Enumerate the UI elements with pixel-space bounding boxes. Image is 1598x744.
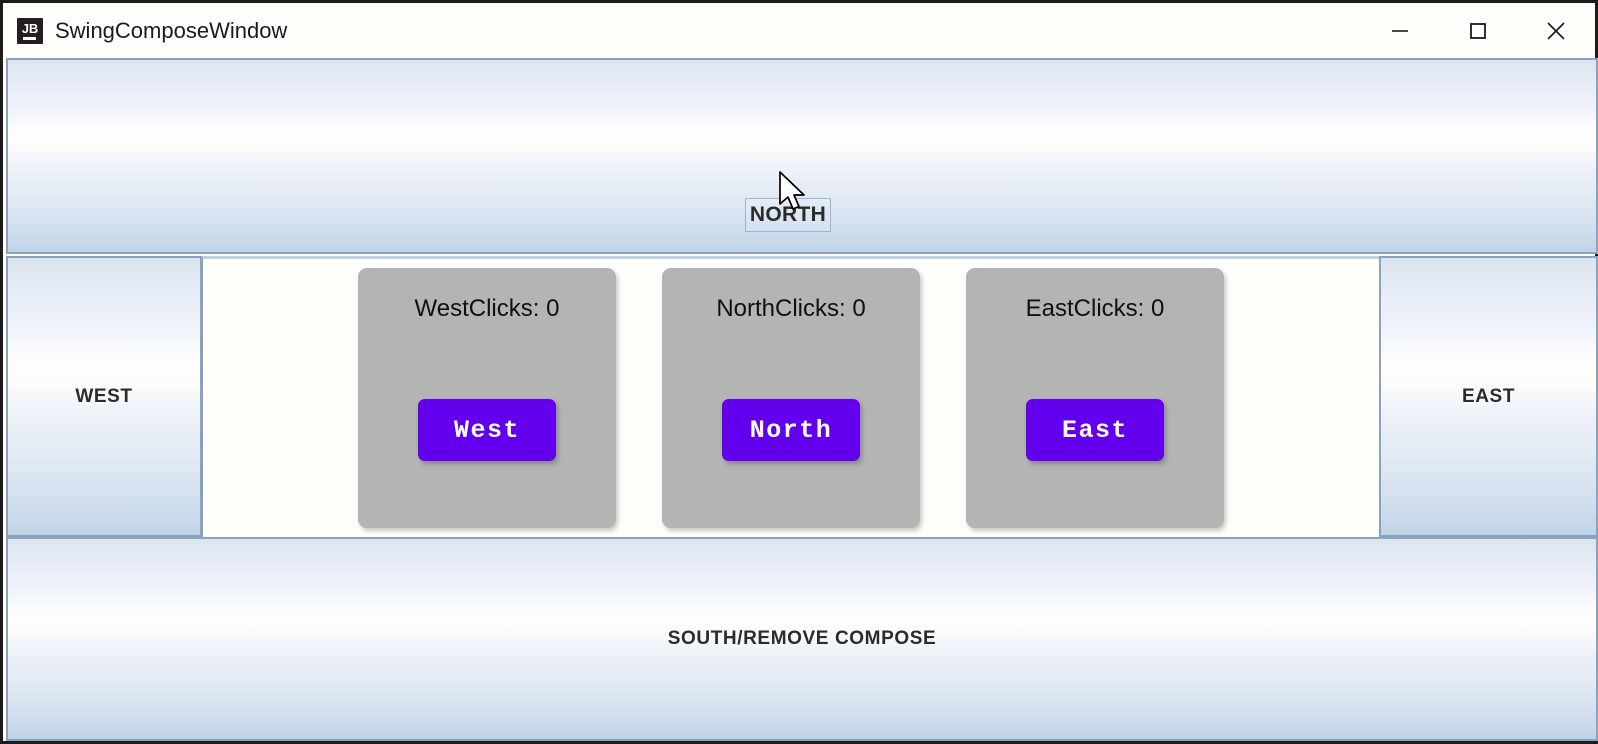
west-button[interactable]: West bbox=[418, 399, 556, 461]
close-button[interactable] bbox=[1517, 3, 1595, 58]
east-button[interactable]: East bbox=[1026, 399, 1164, 461]
south-panel[interactable]: SOUTH/REMOVE COMPOSE bbox=[6, 537, 1598, 741]
north-clicks-counter: NorthClicks: 0 bbox=[716, 295, 866, 322]
minimize-icon bbox=[1392, 29, 1408, 32]
maximize-icon bbox=[1470, 22, 1486, 39]
maximize-button[interactable] bbox=[1439, 3, 1517, 58]
close-icon bbox=[1547, 21, 1565, 40]
center-compose-panel: WestClicks: 0 West NorthClicks: 0 North … bbox=[202, 256, 1379, 537]
south-panel-label: SOUTH/REMOVE COMPOSE bbox=[667, 628, 937, 649]
north-panel-button[interactable]: NORTH bbox=[745, 198, 831, 232]
minimize-button[interactable] bbox=[1361, 3, 1439, 58]
window-title: SwingComposeWindow bbox=[55, 17, 288, 43]
middle-row: WEST WestClicks: 0 West NorthClicks: 0 N… bbox=[6, 256, 1598, 537]
west-panel-label: WEST bbox=[75, 385, 133, 407]
west-clicks-counter: WestClicks: 0 bbox=[414, 295, 560, 322]
window-controls bbox=[1361, 3, 1595, 58]
north-clicks-card: NorthClicks: 0 North bbox=[662, 268, 920, 528]
jetbrains-jb-icon: JB bbox=[17, 17, 43, 44]
east-panel[interactable]: EAST bbox=[1379, 256, 1598, 537]
north-panel: NORTH bbox=[6, 58, 1598, 254]
north-button[interactable]: North bbox=[722, 399, 860, 461]
title-bar: JB SwingComposeWindow bbox=[3, 3, 1595, 58]
east-panel-label: EAST bbox=[1461, 385, 1516, 407]
west-panel[interactable]: WEST bbox=[6, 256, 202, 537]
west-clicks-card: WestClicks: 0 West bbox=[358, 268, 616, 528]
east-clicks-card: EastClicks: 0 East bbox=[966, 268, 1224, 528]
east-clicks-counter: EastClicks: 0 bbox=[1025, 295, 1165, 322]
